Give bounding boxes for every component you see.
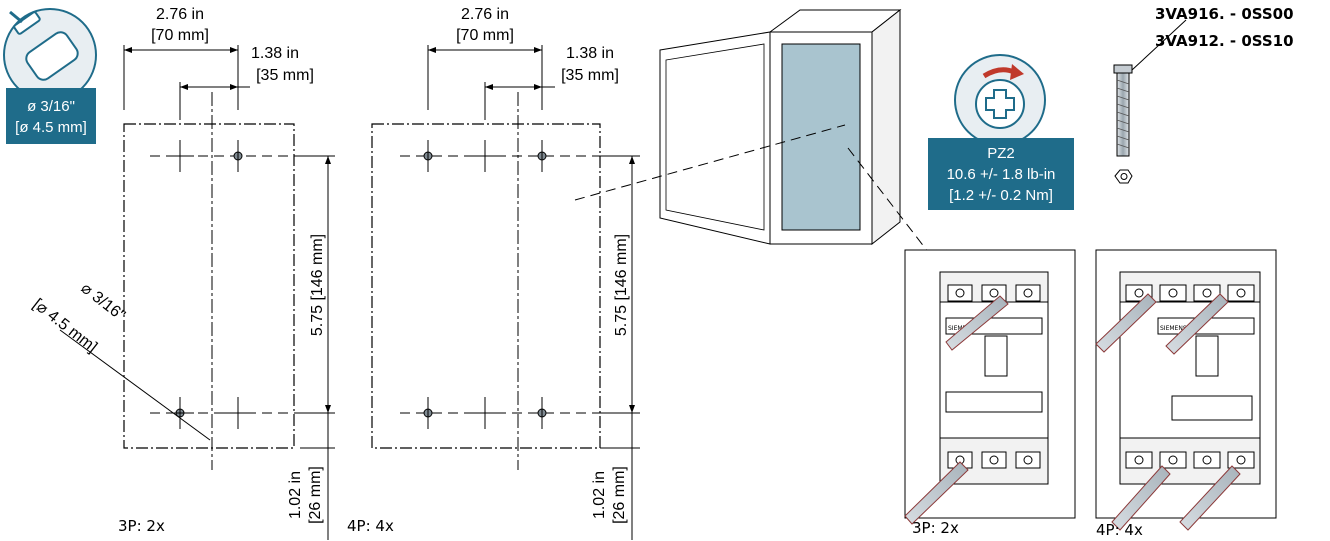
height-label-3p: 5.75 [146 mm] — [309, 234, 326, 336]
half-width-in-4p: 1.38 in — [566, 45, 614, 62]
hole-bottom-1-4p — [423, 397, 433, 429]
torque-badge: PZ2 10.6 +/- 1.8 lb-in [1.2 +/- 0.2 Nm] — [928, 54, 1074, 210]
screw-pointer-arrow — [1095, 293, 1157, 353]
drill-diameter-mm: [ø 4.5 mm] — [15, 119, 87, 136]
width-in-3p: 2.76 in — [156, 6, 204, 23]
breaker-4p-panel: SIEMENS 4P: 4x — [1095, 249, 1277, 539]
bottom-mm-4p: [26 mm] — [611, 466, 628, 524]
hole-bottom-2-4p — [471, 397, 499, 429]
bottom-mm-3p: [26 mm] — [307, 466, 324, 524]
torque-nm: [1.2 +/- 0.2 Nm] — [949, 187, 1053, 204]
drill-icon — [9, 10, 79, 81]
hole-top-1-4p — [423, 140, 433, 172]
screw-pointer-arrow — [904, 461, 969, 525]
breaker-3p-panel: SIEMENS 3P: 2x — [904, 249, 1076, 537]
height-label-4p: 5.75 [146 mm] — [613, 234, 630, 336]
hole-top-right-3p — [233, 140, 243, 172]
qty-3p: 3P: 2x — [118, 517, 165, 535]
drill-diameter-in: ø 3/16" — [27, 98, 75, 115]
drill-size-box — [6, 88, 96, 144]
qty-breaker-4p: 4P: 4x — [1096, 521, 1143, 539]
hole-bottom-left-3p — [166, 397, 194, 429]
rotate-arrow-icon — [982, 64, 1024, 80]
half-width-mm-4p: [35 mm] — [561, 67, 619, 84]
qty-breaker-3p: 3P: 2x — [912, 519, 959, 537]
screw-pointer-arrow — [1165, 293, 1229, 355]
width-mm-3p: [70 mm] — [151, 27, 209, 44]
screw-pointer-arrow — [1111, 465, 1171, 531]
enclosure-illustration — [574, 8, 943, 271]
torque-lbin: 10.6 +/- 1.8 lb-in — [947, 166, 1056, 183]
mounting-template-4p: 2.76 in [70 mm] 1.38 in [35 mm] — [347, 6, 640, 540]
hole-bottom-right-3p — [224, 397, 252, 429]
pozidriv-icon — [985, 89, 1015, 119]
breaker-4p-brand: SIEMENS — [1160, 325, 1187, 332]
screw-pointer-arrow — [945, 295, 1009, 351]
width-in-4p: 2.76 in — [461, 6, 509, 23]
screw-pointer-arrow — [1179, 465, 1241, 531]
hole-bottom-3-4p — [537, 397, 547, 429]
tool-size: PZ2 — [987, 145, 1015, 162]
hole-top-2-4p — [471, 140, 499, 172]
screw-code-2: 3VA912. - 0SS10 — [1155, 32, 1294, 50]
bottom-in-4p: 1.02 in — [591, 471, 608, 519]
nut-icon — [1114, 169, 1133, 184]
hole-diameter-mm-3p: [⌀ 4.5 mm] — [30, 296, 101, 356]
hole-top-3-4p — [537, 140, 547, 172]
drill-badge: ø 3/16" [ø 4.5 mm] — [3, 8, 97, 144]
hole-diameter-in-3p: ⌀ 3/16" — [78, 280, 129, 325]
hole-top-left-3p — [166, 140, 194, 172]
screw-illustration — [1113, 19, 1187, 184]
half-width-mm-3p: [35 mm] — [256, 67, 314, 84]
bottom-in-3p: 1.02 in — [287, 471, 304, 519]
half-width-in-3p: 1.38 in — [251, 45, 299, 62]
screw-code-1: 3VA916. - 0SS00 — [1155, 5, 1294, 23]
width-mm-4p: [70 mm] — [456, 27, 514, 44]
qty-4p: 4P: 4x — [347, 517, 394, 535]
